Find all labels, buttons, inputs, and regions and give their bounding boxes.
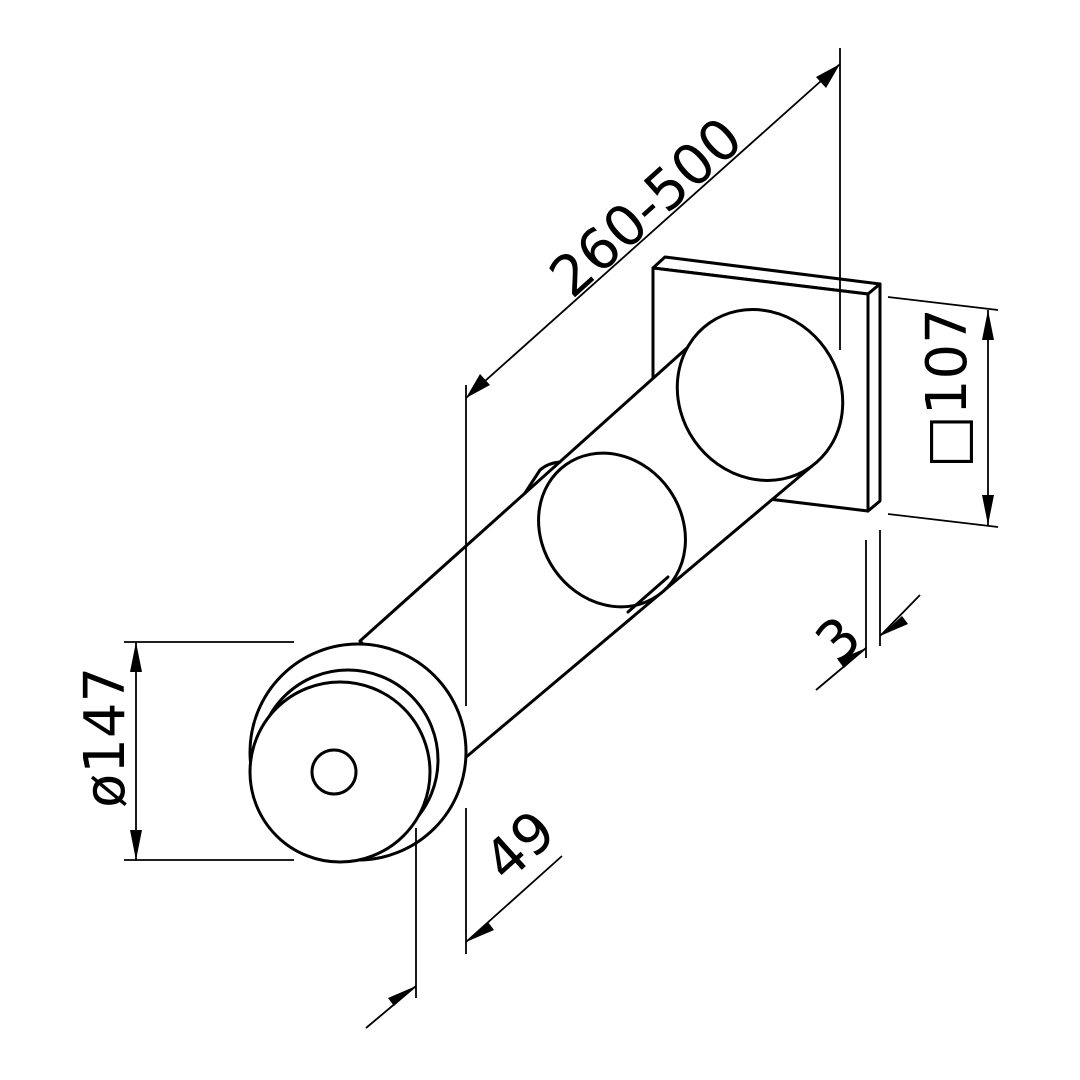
dimension-plate: □107 [887, 296, 999, 528]
end-cap [248, 642, 468, 864]
diameter-label: ø147 [73, 667, 138, 808]
thickness-label: 3 [804, 604, 874, 676]
plate-label: □107 [915, 308, 980, 468]
dimension-thickness: 3 [804, 530, 921, 691]
dimension-diameter: ø147 [73, 641, 294, 861]
cap-depth-label: 49 [472, 798, 568, 894]
inner-sleeve [523, 451, 687, 614]
screw-hole [310, 748, 358, 796]
